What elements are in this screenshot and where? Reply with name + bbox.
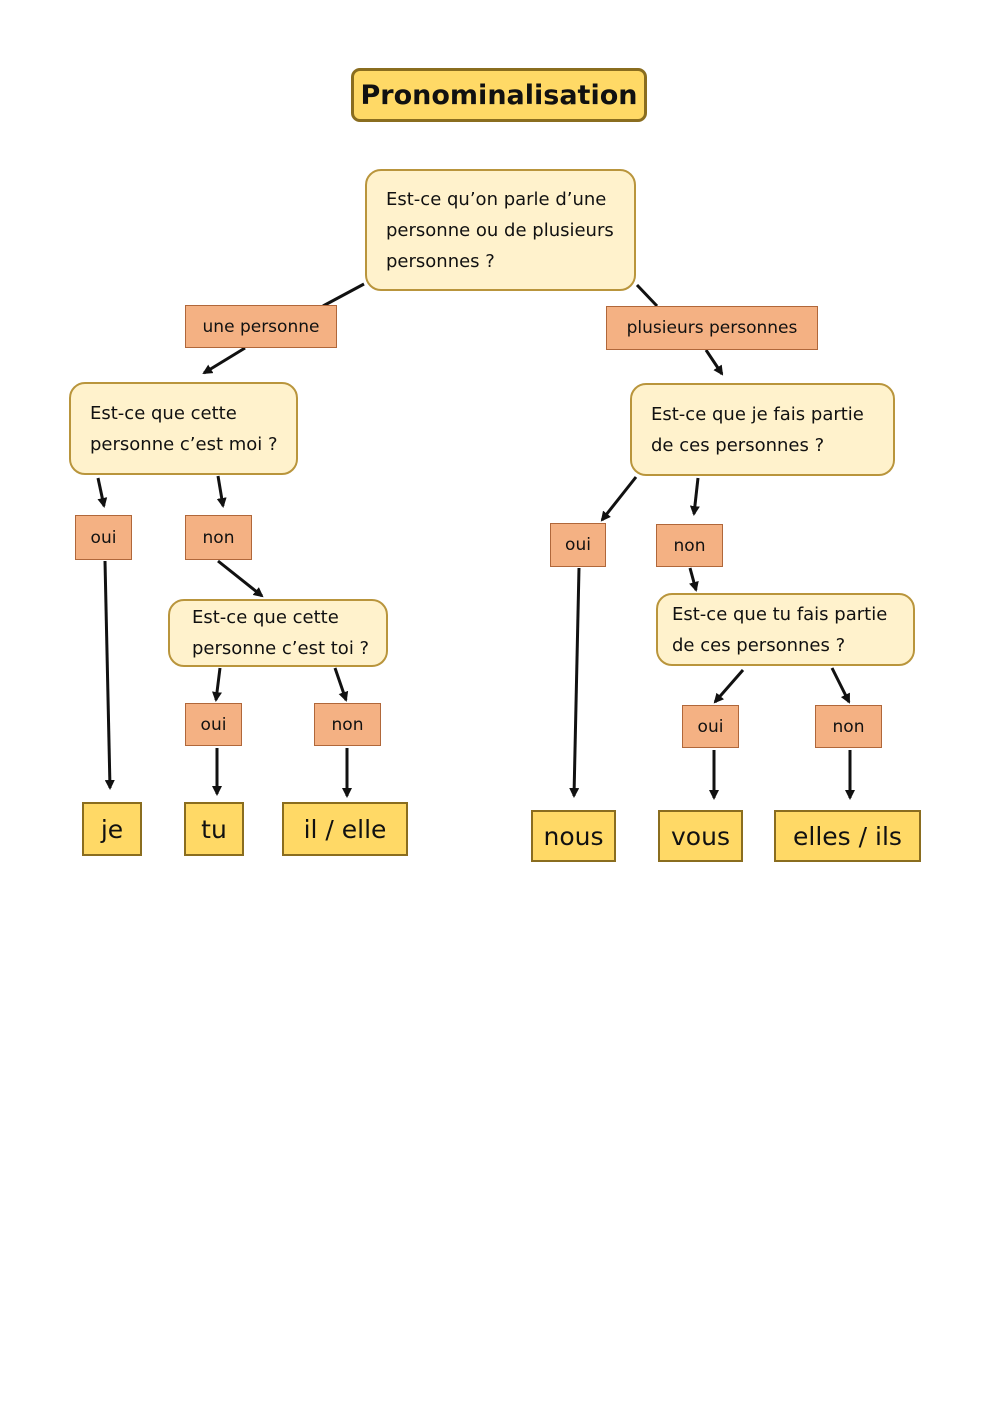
line-root-to-plusieurs-personnes bbox=[635, 283, 659, 308]
arrow-q-toi-to-oui bbox=[212, 667, 222, 702]
question-moi: Est-ce que cette personne c’est moi ? bbox=[69, 382, 298, 475]
arrow-q-toi-to-non bbox=[333, 667, 349, 702]
answer-il-elle: il / elle bbox=[282, 802, 408, 856]
page-title: Pronominalisation bbox=[351, 68, 647, 122]
label-non-tu-fais-partie: non bbox=[815, 705, 882, 748]
answer-je: je bbox=[82, 802, 142, 856]
label-oui-tu-fais-partie: oui bbox=[682, 705, 739, 748]
question-tu-fais-partie: Est-ce que tu fais partie de ces personn… bbox=[656, 593, 915, 666]
question-root: Est-ce qu’on parle d’une personne ou de … bbox=[365, 169, 636, 291]
label-non-je-fais-partie: non bbox=[656, 524, 723, 567]
answer-vous: vous bbox=[658, 810, 743, 862]
answer-nous: nous bbox=[531, 810, 616, 862]
arrow-plusieurs-to-q-je bbox=[704, 349, 724, 376]
arrow-q-tu-to-oui bbox=[713, 669, 745, 704]
label-plusieurs-personnes: plusieurs personnes bbox=[606, 306, 818, 350]
label-oui-toi: oui bbox=[185, 703, 242, 746]
arrow-oui-moi-to-je bbox=[103, 560, 115, 790]
label-oui-moi: oui bbox=[75, 515, 132, 560]
arrow-une-personne-to-q-moi bbox=[202, 346, 246, 375]
answer-tu: tu bbox=[184, 802, 244, 856]
arrow-q-tu-to-non bbox=[830, 667, 851, 704]
question-toi: Est-ce que cette personne c’est toi ? bbox=[168, 599, 388, 667]
arrow-q-je-to-oui bbox=[600, 476, 638, 522]
label-une-personne: une personne bbox=[185, 305, 337, 348]
line-root-to-une-personne bbox=[322, 282, 365, 308]
question-je-fais-partie: Est-ce que je fais partie de ces personn… bbox=[630, 383, 895, 476]
arrow-q-moi-to-oui bbox=[96, 477, 108, 508]
arrow-oui-je-to-nous bbox=[569, 567, 581, 798]
label-oui-je-fais-partie: oui bbox=[550, 523, 606, 567]
label-non-toi: non bbox=[314, 703, 381, 746]
label-non-moi: non bbox=[185, 515, 252, 560]
arrow-non-moi-to-q-toi bbox=[217, 559, 264, 598]
arrow-non-je-to-q-tu bbox=[688, 567, 699, 592]
arrow-q-moi-to-non bbox=[216, 475, 227, 508]
answer-elles-ils: elles / ils bbox=[774, 810, 921, 862]
arrow-q-je-to-non bbox=[689, 477, 700, 516]
